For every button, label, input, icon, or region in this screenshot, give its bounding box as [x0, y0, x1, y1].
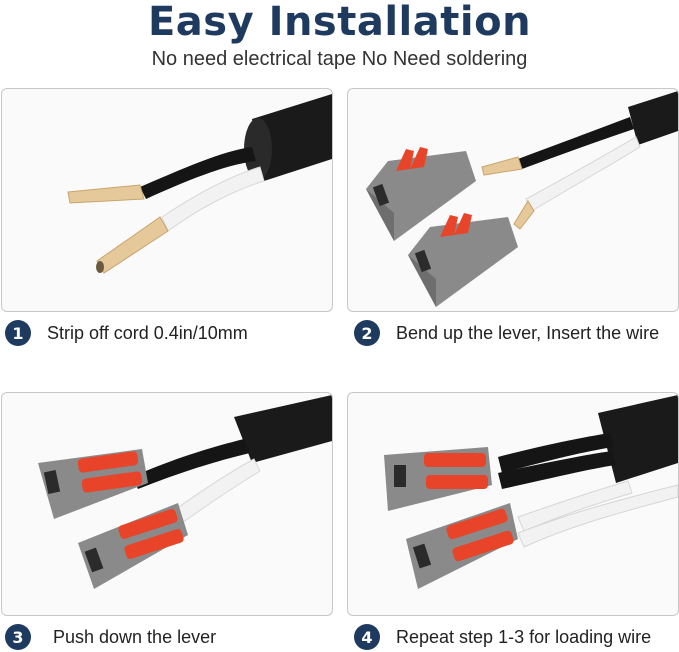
step-number-badge: 1	[5, 320, 31, 346]
step-1-image-panel	[1, 88, 333, 312]
step-3-image-panel	[1, 392, 333, 616]
step-2-image-panel	[347, 88, 679, 312]
repeat-connection-illustration	[384, 395, 678, 589]
stripped-cable-illustration	[67, 94, 332, 274]
page-subtitle: No need electrical tape No Need solderin…	[151, 48, 528, 70]
lever-down-illustration	[38, 395, 332, 589]
step-1-caption: 1 Strip off cord 0.4in/10mm	[5, 318, 248, 348]
step-text: Strip off cord 0.4in/10mm	[47, 322, 248, 343]
step-3-caption: 3 Push down the lever	[5, 622, 216, 652]
step-number-badge: 4	[354, 624, 380, 650]
step-4-caption: 4 Repeat step 1-3 for loading wire	[354, 622, 651, 652]
step-2-caption: 2 Bend up the lever, Insert the wire	[354, 318, 659, 348]
step-number-badge: 2	[354, 320, 380, 346]
step-text: Push down the lever	[53, 626, 217, 647]
lever-up-illustration	[366, 91, 678, 307]
step-4-image-panel	[347, 392, 679, 616]
step-number-badge: 3	[5, 624, 31, 650]
step-text: Bend up the lever, Insert the wire	[396, 322, 660, 343]
page-title: Easy Installation	[147, 0, 532, 45]
step-text: Repeat step 1-3 for loading wire	[396, 626, 652, 647]
